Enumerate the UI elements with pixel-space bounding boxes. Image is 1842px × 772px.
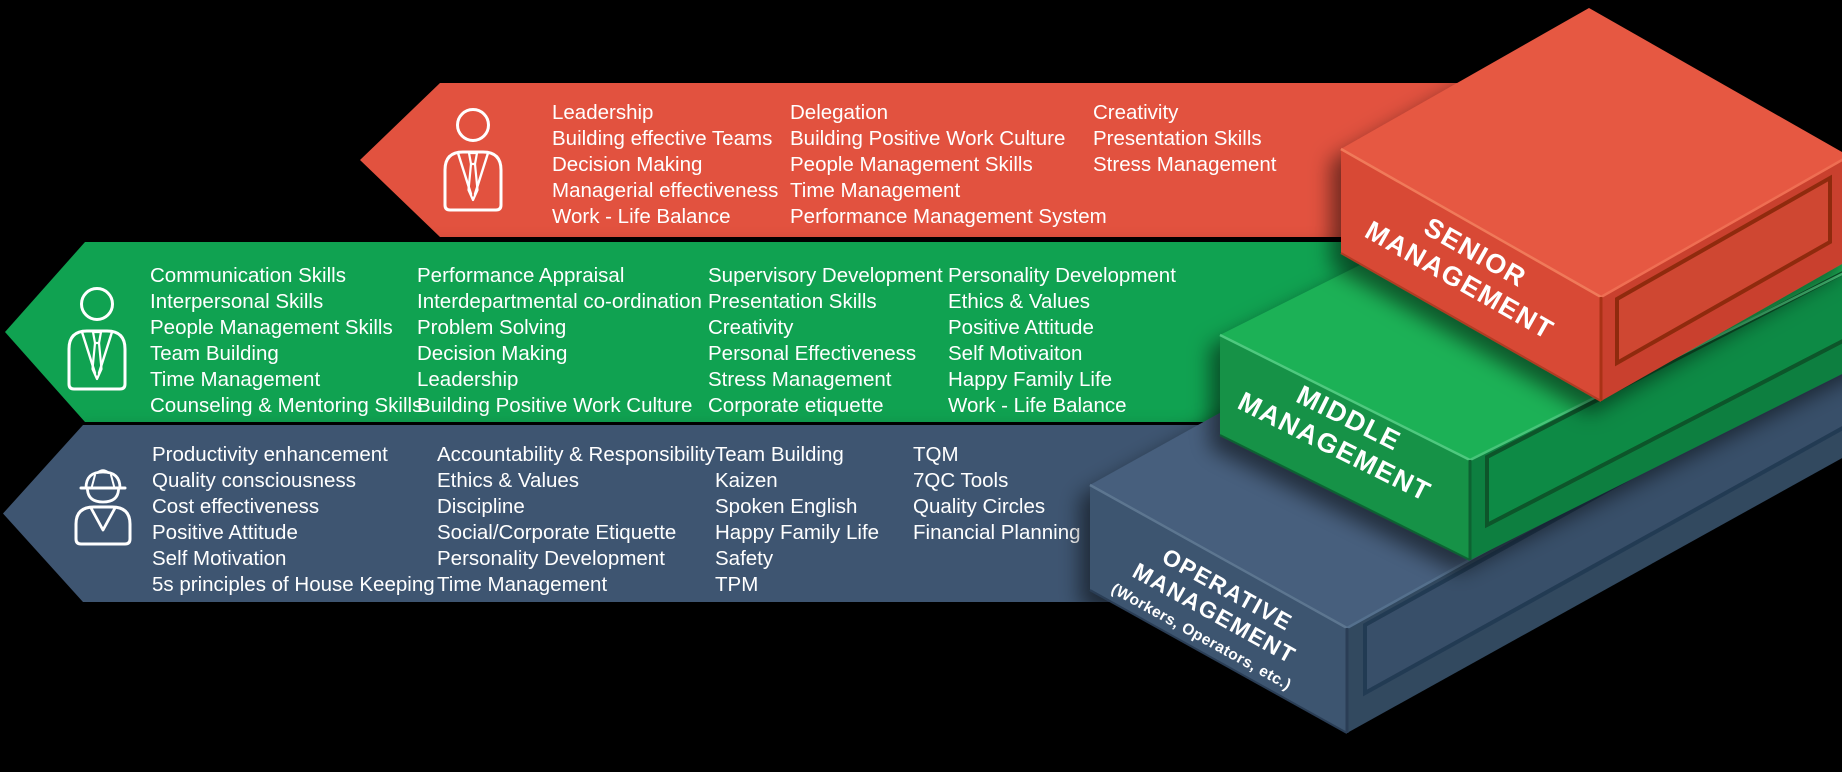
skill-item: Supervisory Development bbox=[708, 264, 943, 287]
skill-item: Stress Management bbox=[708, 368, 892, 391]
businessman-icon bbox=[443, 108, 503, 212]
skill-item: Quality Circles bbox=[913, 495, 1046, 518]
skill-item: Quality consciousness bbox=[152, 469, 356, 492]
skill-item: Personality Development bbox=[437, 547, 665, 570]
skill-item: Leadership bbox=[552, 101, 654, 124]
middle-management-banner: Communication Skills Interpersonal Skill… bbox=[5, 242, 1500, 422]
skill-item: Ethics & Values bbox=[437, 469, 580, 492]
skill-item: Self Motivation bbox=[152, 547, 287, 570]
skill-item: Personal Effectiveness bbox=[708, 342, 917, 365]
skill-item: Performance Appraisal bbox=[417, 264, 625, 287]
skill-item: Interdepartmental co-ordination bbox=[417, 290, 702, 313]
skill-item: Creativity bbox=[1093, 101, 1179, 124]
worker-icon bbox=[74, 469, 132, 546]
skill-column: Leadership Building effective Teams Deci… bbox=[552, 100, 778, 230]
skill-item: Personality Development bbox=[948, 264, 1176, 287]
skill-item: Cost effectiveness bbox=[152, 495, 320, 518]
skill-item: Building Positive Work Culture bbox=[790, 127, 1066, 150]
skill-column: TQM 7QC Tools Quality Circles Financial … bbox=[913, 442, 1081, 546]
skill-item: Self Motivaiton bbox=[948, 342, 1083, 365]
skill-column: Delegation Building Positive Work Cultur… bbox=[790, 100, 1107, 230]
skill-item: Team Building bbox=[150, 342, 279, 365]
skill-item: Social/Corporate Etiquette bbox=[437, 521, 677, 544]
skill-item: Performance Management System bbox=[790, 205, 1107, 228]
skill-item: Positive Attitude bbox=[948, 316, 1094, 339]
skill-item: TPM bbox=[715, 573, 759, 596]
skill-item: Discipline bbox=[437, 495, 525, 518]
skill-column: Performance Appraisal Interdepartmental … bbox=[417, 263, 702, 419]
skill-item: TQM bbox=[913, 443, 959, 466]
skill-column: Personality Development Ethics & Values … bbox=[948, 263, 1176, 419]
skill-item: Building Positive Work Culture bbox=[417, 394, 693, 417]
skill-item: Financial Planning bbox=[913, 521, 1081, 544]
skill-item: Happy Family Life bbox=[948, 368, 1113, 391]
skill-column: Team Building Kaizen Spoken English Happ… bbox=[715, 442, 879, 598]
skill-item: Work - Life Balance bbox=[552, 205, 731, 228]
skill-item: Decision Making bbox=[552, 153, 703, 176]
skill-item: Problem Solving bbox=[417, 316, 567, 339]
box-right-face bbox=[1601, 159, 1842, 401]
skill-item: Productivity enhancement bbox=[152, 443, 388, 466]
skill-item: Decision Making bbox=[417, 342, 568, 365]
box-right-panel bbox=[1485, 271, 1842, 529]
skill-item: Delegation bbox=[790, 101, 889, 124]
skill-column: Productivity enhancement Quality conscio… bbox=[152, 442, 435, 598]
skill-column: Accountability & Responsibility Ethics &… bbox=[437, 442, 715, 598]
skill-item: Work - Life Balance bbox=[948, 394, 1127, 417]
skill-item: Positive Attitude bbox=[152, 521, 298, 544]
skill-item: Time Management bbox=[437, 573, 608, 596]
skill-item: Kaizen bbox=[715, 469, 778, 492]
skill-item: People Management Skills bbox=[150, 316, 393, 339]
skill-item: 7QC Tools bbox=[913, 469, 1009, 492]
skill-item: Stress Management bbox=[1093, 153, 1277, 176]
skill-item: Safety bbox=[715, 547, 774, 570]
skill-item: Creativity bbox=[708, 316, 794, 339]
skill-item: Team Building bbox=[715, 443, 844, 466]
skill-column: Supervisory Development Presentation Ski… bbox=[708, 263, 943, 419]
operative-management-banner: Productivity enhancement Quality conscio… bbox=[3, 425, 1400, 602]
skill-item: People Management Skills bbox=[790, 153, 1033, 176]
skill-item: Presentation Skills bbox=[1093, 127, 1262, 150]
skill-item: Building effective Teams bbox=[552, 127, 773, 150]
skill-item: Counseling & Mentoring Skills bbox=[150, 394, 423, 417]
skill-item: Spoken English bbox=[715, 495, 858, 518]
skill-item: Ethics & Values bbox=[948, 290, 1091, 313]
skill-item: Corporate etiquette bbox=[708, 394, 884, 417]
businessman-icon bbox=[67, 287, 127, 391]
box-right-panel bbox=[1615, 174, 1832, 367]
skill-item: Communication Skills bbox=[150, 264, 346, 287]
skill-item: Accountability & Responsibility bbox=[437, 443, 716, 466]
skill-column: Communication Skills Interpersonal Skill… bbox=[150, 263, 422, 419]
skill-item: Time Management bbox=[150, 368, 321, 391]
skill-item: Leadership bbox=[417, 368, 519, 391]
skill-item: Happy Family Life bbox=[715, 521, 880, 544]
skill-item: 5s principles of House Keeping bbox=[152, 573, 435, 596]
skill-item: Presentation Skills bbox=[708, 290, 877, 313]
skill-item: Interpersonal Skills bbox=[150, 290, 324, 313]
skill-column: Creativity Presentation Skills Stress Ma… bbox=[1093, 100, 1276, 178]
box-right-face bbox=[1470, 274, 1842, 560]
skill-item: Time Management bbox=[790, 179, 961, 202]
skill-item: Managerial effectiveness bbox=[552, 179, 779, 202]
senior-management-banner: Leadership Building effective Teams Deci… bbox=[360, 83, 1620, 237]
